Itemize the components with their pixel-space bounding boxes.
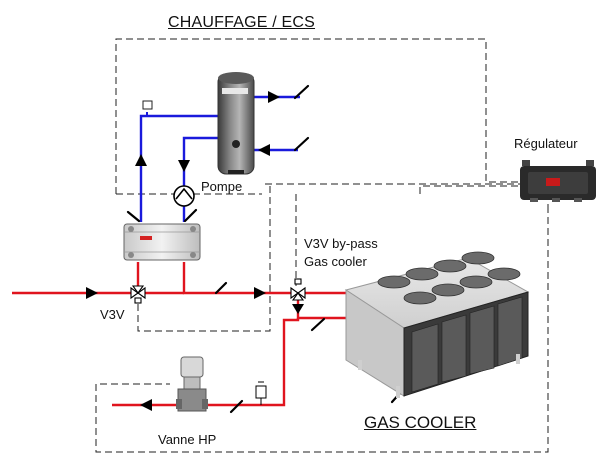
sensor-icon — [229, 399, 244, 414]
v3v-bypass-valve-icon — [290, 278, 306, 301]
v3v-valve-icon — [130, 285, 146, 304]
vanne-hp-label: Vanne HP — [158, 432, 217, 447]
heat-exchanger — [123, 223, 201, 261]
red-pipe-return — [205, 318, 300, 407]
sensor-icon — [293, 84, 310, 100]
sensor-icon — [183, 208, 198, 223]
gas-cooler-label: GAS COOLER — [364, 413, 477, 432]
red-pipe-hx-out — [182, 262, 296, 295]
gas-cooler-unit — [344, 251, 530, 398]
vanne-hp-icon — [176, 356, 208, 412]
sensor-icon — [310, 317, 326, 332]
sensor-icon — [214, 281, 228, 295]
arrow-blue-pump-down — [178, 160, 190, 172]
regulator-label: Régulateur — [514, 136, 578, 151]
pump-icon — [173, 185, 195, 207]
arrow-tank-in — [258, 144, 270, 156]
red-pipe-bypass-down — [296, 300, 346, 320]
v3v-bypass-label-line1: V3V by-pass — [304, 236, 378, 251]
arrow-tank-out — [268, 91, 280, 103]
arrow-bypass-down — [292, 304, 304, 314]
arrow-vanne-out — [140, 399, 152, 411]
regulator-icon — [520, 160, 596, 202]
expansion-vessel — [142, 100, 153, 116]
flow-arrows — [86, 91, 304, 411]
sensor-icon — [293, 136, 310, 152]
pump-label: Pompe — [201, 179, 243, 194]
blue-pipe-left — [139, 114, 218, 222]
v3v-label: V3V — [100, 307, 125, 322]
regulator-right-dashed — [95, 206, 549, 453]
pressure-sensor-icon — [255, 381, 267, 405]
heating-loop-dashed — [115, 38, 528, 194]
arrow-red-mid — [254, 287, 266, 299]
v3v-bypass-label-line2: Gas cooler — [304, 254, 367, 269]
diagram-title: CHAUFFAGE / ECS — [168, 14, 316, 31]
storage-tank — [217, 72, 255, 175]
arrow-blue-left-up — [135, 154, 147, 166]
v3v-to-regulator-dashed — [137, 186, 271, 332]
sensor-icon — [126, 210, 141, 223]
arrow-main-in — [86, 287, 98, 299]
